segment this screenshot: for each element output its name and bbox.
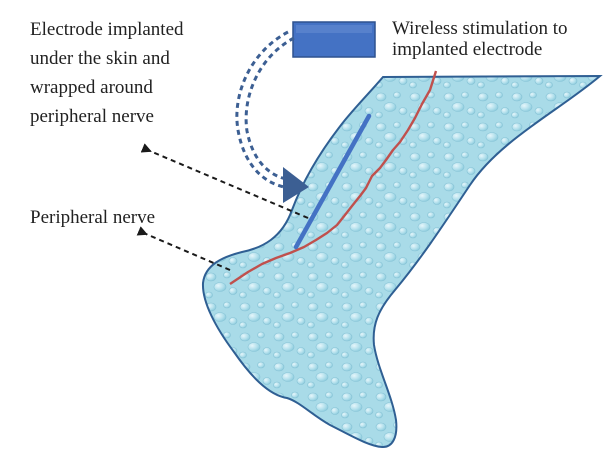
wireless-label-line-2: implanted electrode [392, 39, 543, 60]
wireless-stimulation-label: Wireless stimulation to implanted electr… [392, 18, 568, 60]
electrode-label-line-1: Electrode implanted [30, 19, 184, 40]
nerve-label-text: Peripheral nerve [30, 207, 156, 228]
electrode-label: Electrode implanted under the skin and w… [30, 15, 184, 131]
electrode-label-line-2: under the skin and [30, 48, 170, 69]
nerve-pointer-arrow [136, 226, 231, 271]
wireless-signal-arrow [235, 30, 309, 203]
electrode-pointer-arrow [140, 143, 309, 219]
leg-skin-shape [201, 74, 603, 449]
electrode-label-line-4: peripheral nerve [30, 106, 154, 127]
peripheral-nerve-line [229, 70, 438, 285]
transmitter-highlight [296, 25, 372, 33]
implanted-electrode [293, 113, 372, 250]
wireless-label-line-1: Wireless stimulation to [392, 18, 568, 39]
electrode-label-line-3: wrapped around [30, 77, 153, 98]
peripheral-nerve-label: Peripheral nerve [30, 203, 155, 232]
